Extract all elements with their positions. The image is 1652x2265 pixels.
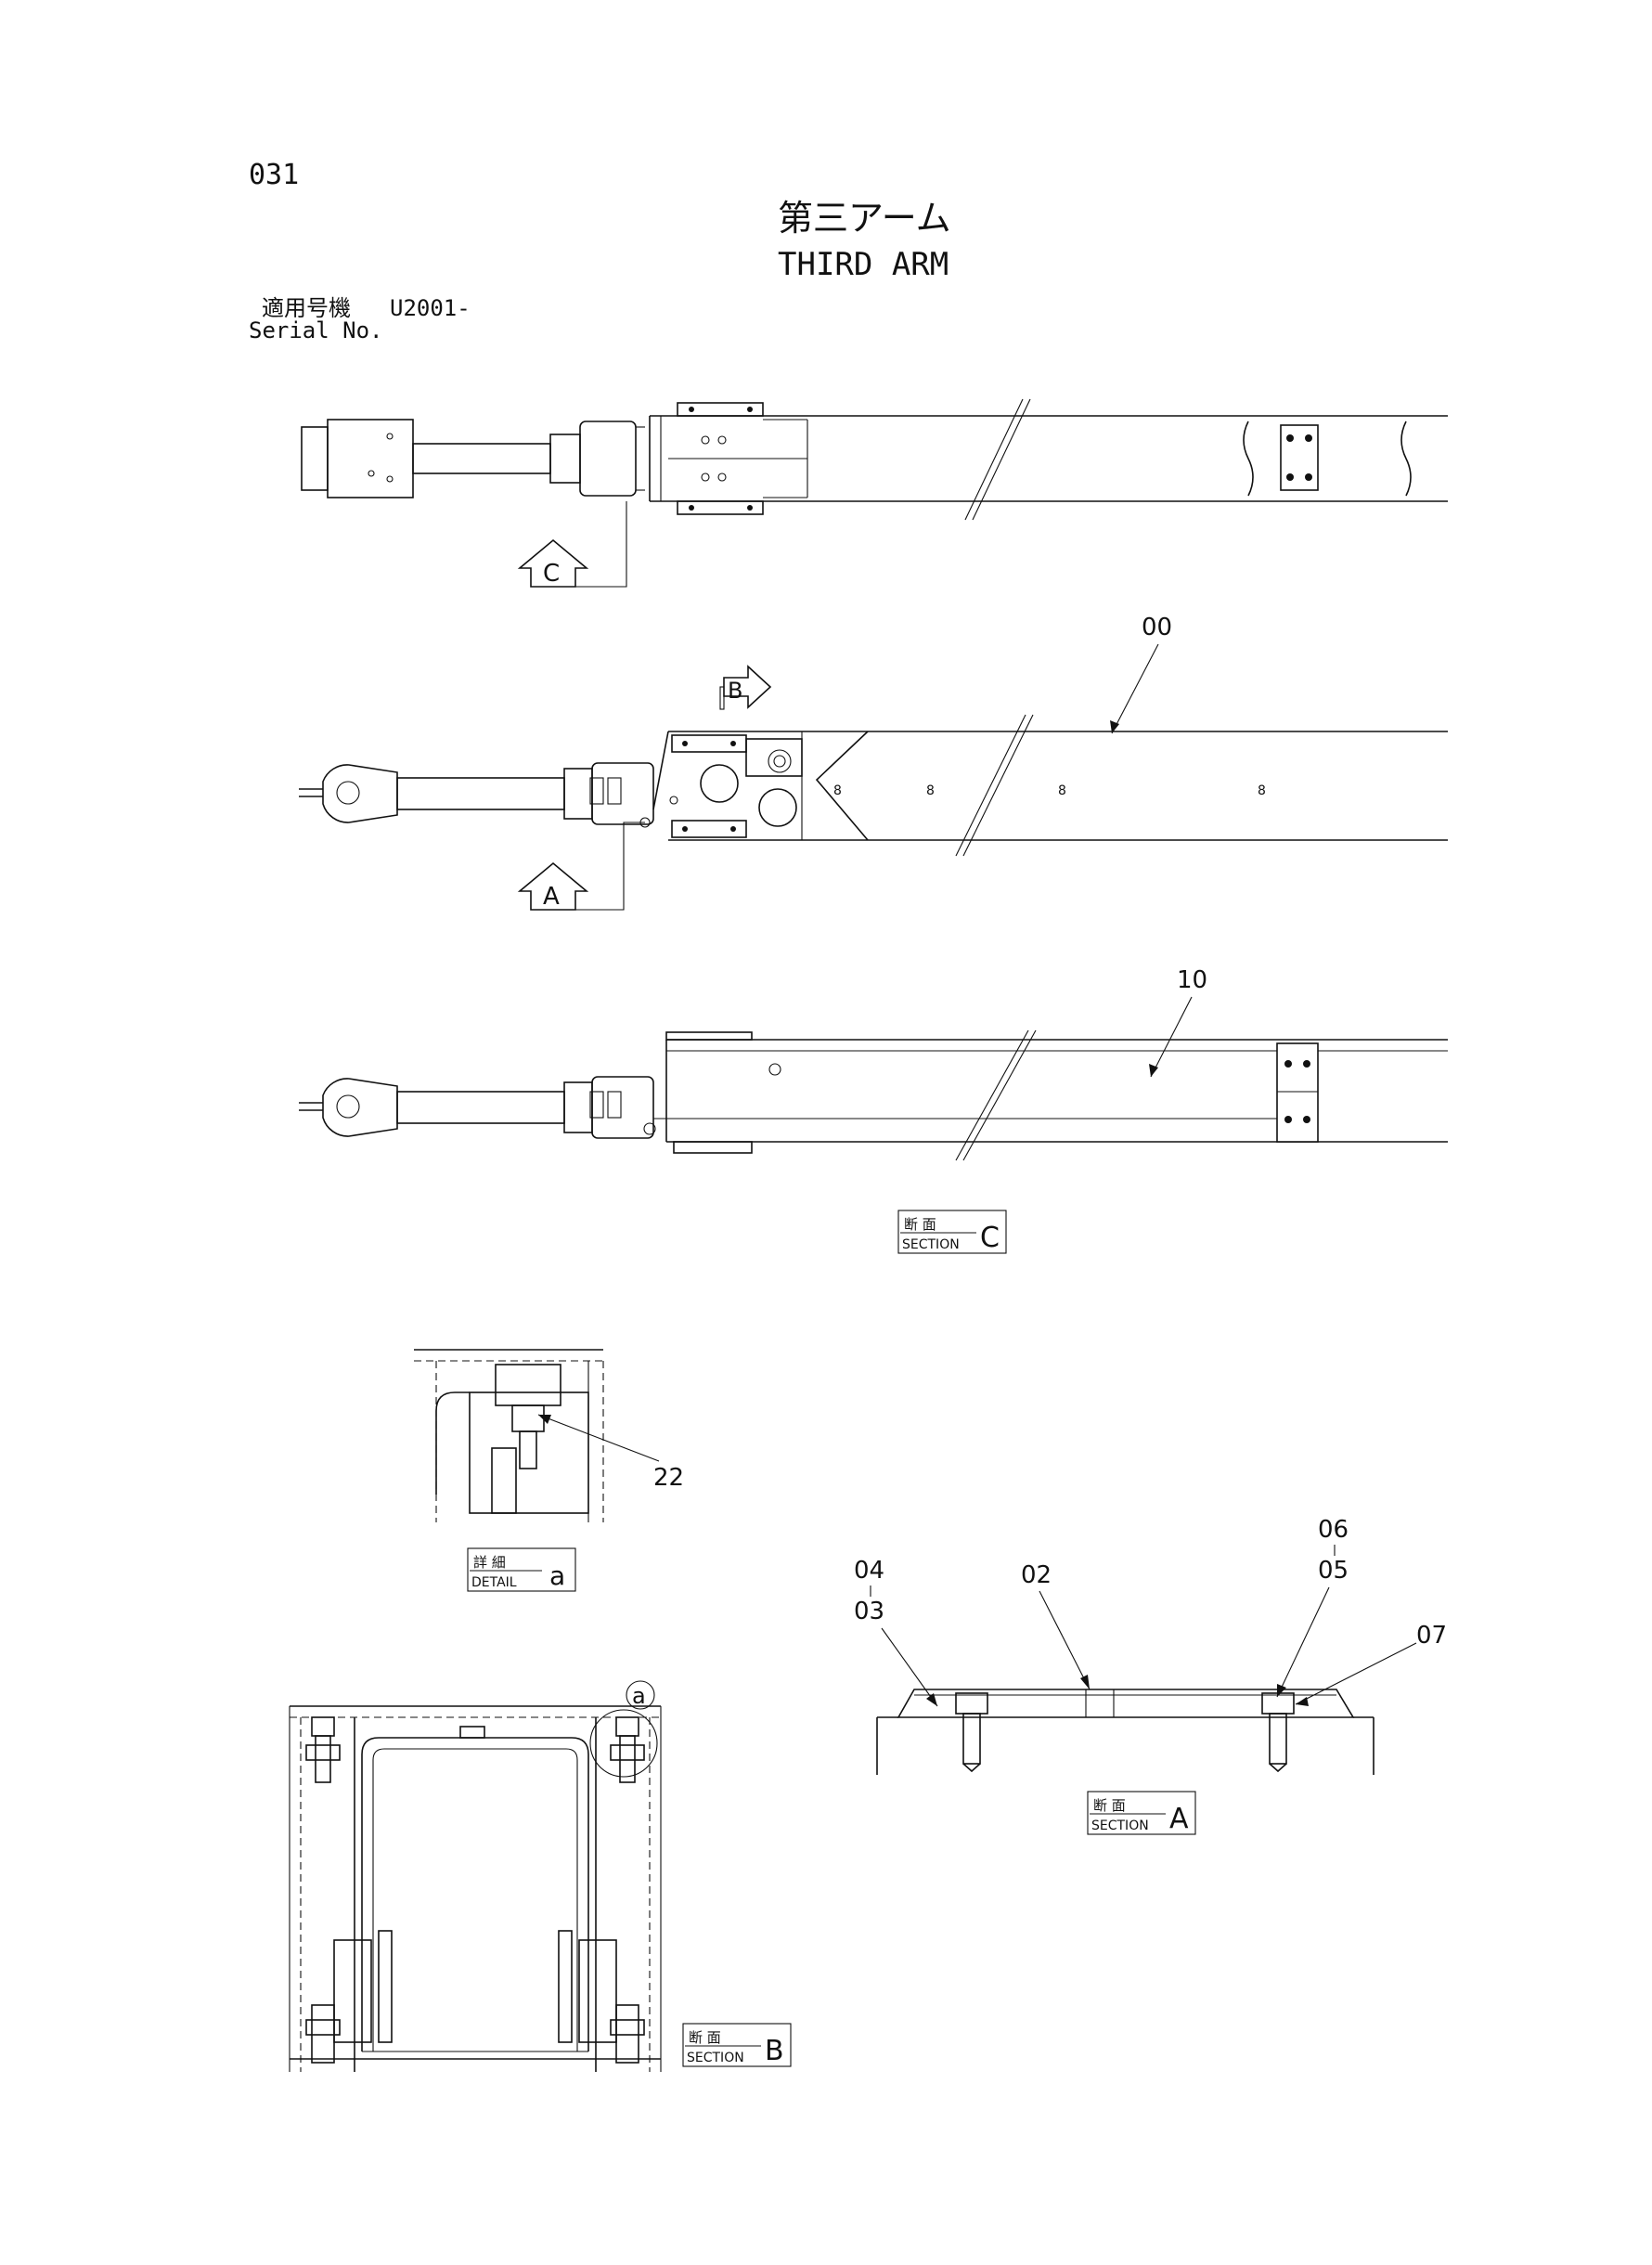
svg-text:8: 8 (1258, 783, 1266, 798)
svg-text:8: 8 (926, 783, 935, 798)
section-a-letter: A (1169, 1803, 1189, 1835)
detail-a-label: 詳 細 DETAIL a (467, 1547, 576, 1592)
serial-value: U2001- (390, 295, 471, 321)
serial-label-english: Serial No. (249, 317, 383, 343)
section-a-en: SECTION (1091, 1818, 1149, 1833)
view-arrow-c (517, 538, 589, 588)
detail-a-en: DETAIL (471, 1575, 517, 1590)
section-b-letter: B (765, 2035, 784, 2067)
callout-22: 22 (653, 1464, 684, 1492)
page-number: 031 (249, 159, 299, 191)
section-c-letter: C (980, 1222, 1000, 1254)
title-japanese: 第三アーム (778, 198, 951, 239)
view-arrow-b-letter: B (728, 678, 742, 704)
serial-label-japanese: 適用号機 (262, 295, 351, 321)
callout-02: 02 (1021, 1561, 1052, 1589)
callout-06: 06 (1318, 1516, 1349, 1544)
section-b-en: SECTION (687, 2051, 744, 2065)
callout-07: 07 (1416, 1622, 1447, 1650)
callout-05: 05 (1318, 1557, 1349, 1585)
section-a-label: 断 面 SECTION A (1087, 1791, 1196, 1835)
svg-text:8: 8 (833, 783, 842, 798)
detail-a-jp: 詳 細 (473, 1554, 506, 1571)
end-block-left (301, 426, 329, 491)
section-b-view: a (289, 1680, 662, 2072)
view-arrow-b (723, 665, 772, 709)
rod-collar (549, 434, 581, 484)
section-b-jp: 断 面 (689, 2029, 721, 2046)
section-c-jp: 断 面 (904, 1216, 936, 1233)
section-c-label: 断 面 SECTION C (897, 1210, 1007, 1254)
callout-00: 00 (1142, 614, 1172, 641)
view-arrow-c-letter: C (543, 560, 560, 588)
arm-side-view: 8 8 8 8 00 B A (299, 614, 1448, 911)
title-english: THIRD ARM (778, 246, 949, 283)
svg-text:8: 8 (1058, 783, 1066, 798)
end-block (327, 419, 414, 498)
section-a-view: 04 03 02 06 05 07 (854, 1516, 1447, 1775)
callout-03: 03 (854, 1598, 884, 1625)
rod-eye-end (322, 764, 398, 823)
section-c-en: SECTION (902, 1237, 960, 1252)
view-arrow-a (517, 861, 589, 911)
callout-10: 10 (1177, 966, 1207, 994)
view-arrow-a-letter: A (543, 883, 560, 911)
detail-a-letter: a (549, 1560, 565, 1591)
callout-04: 04 (854, 1557, 884, 1585)
detail-a-marker-letter: a (632, 1683, 646, 1709)
cylinder-rod-side (396, 777, 565, 810)
section-b-label: 断 面 SECTION B (682, 2023, 792, 2067)
cylinder-head (579, 421, 637, 497)
arm-top-view: C (301, 398, 1448, 588)
cylinder-rod (412, 443, 551, 474)
section-a-jp: 断 面 (1093, 1797, 1126, 1814)
arm-section-c-view: 10 (299, 966, 1448, 1161)
detail-a-view: 22 (414, 1349, 684, 1522)
